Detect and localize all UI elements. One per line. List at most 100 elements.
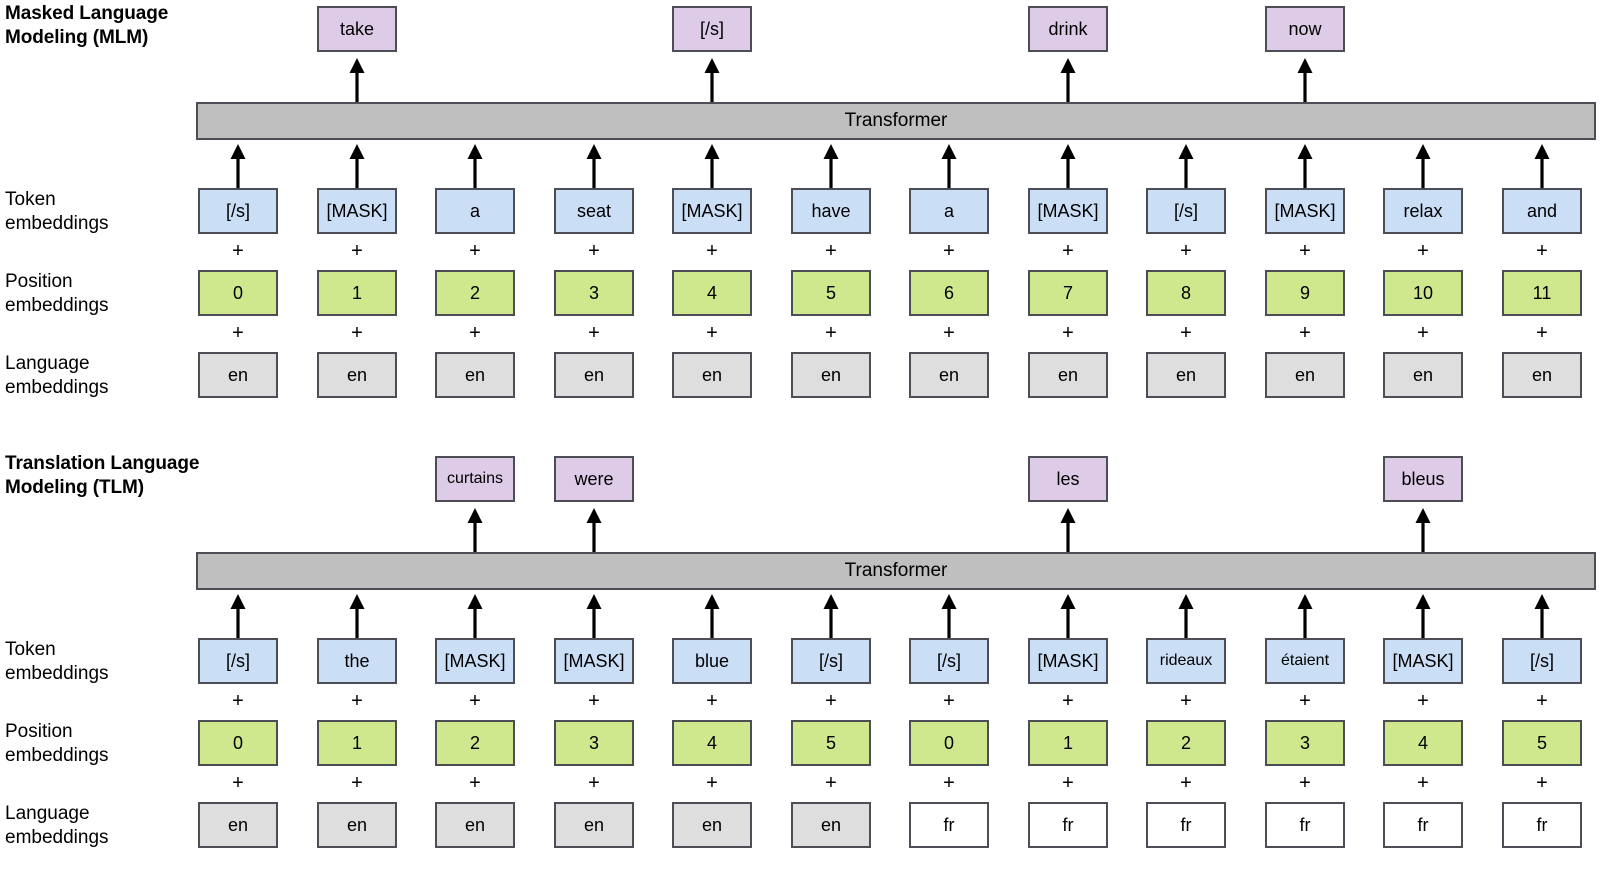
plus-icon: + xyxy=(825,690,837,712)
tlm-token-box: [/s] xyxy=(909,638,989,684)
plus-icon: + xyxy=(351,240,363,262)
arrow-up-icon xyxy=(791,144,871,188)
tlm-token-box: [MASK] xyxy=(554,638,634,684)
tlm-output-box: bleus xyxy=(1383,456,1463,502)
mlm-language-box: en xyxy=(909,352,989,398)
mlm-position-box: 5 xyxy=(791,270,871,316)
arrow-up-icon xyxy=(198,594,278,638)
plus-icon: + xyxy=(706,240,718,262)
mlm-language-box: en xyxy=(1028,352,1108,398)
arrow-up-icon xyxy=(435,144,515,188)
tlm-language-box: fr xyxy=(909,802,989,848)
mlm-language-box: en xyxy=(1265,352,1345,398)
tlm-position-embeddings-label: Position embeddings xyxy=(5,721,109,767)
tlm-position-box: 3 xyxy=(1265,720,1345,766)
tlm-output-box: were xyxy=(554,456,634,502)
tlm-output-box: les xyxy=(1028,456,1108,502)
arrow-up-icon xyxy=(1383,594,1463,638)
mlm-position-box: 0 xyxy=(198,270,278,316)
mlm-token-box: have xyxy=(791,188,871,234)
plus-icon: + xyxy=(1536,772,1548,794)
plus-icon: + xyxy=(1536,690,1548,712)
plus-icon: + xyxy=(351,322,363,344)
plus-icon: + xyxy=(706,772,718,794)
plus-icon: + xyxy=(469,322,481,344)
mlm-token-box: [MASK] xyxy=(672,188,752,234)
plus-icon: + xyxy=(706,322,718,344)
tlm-token-embeddings-label: Token embeddings xyxy=(5,639,109,685)
arrow-up-icon xyxy=(317,58,397,102)
arrow-up-icon xyxy=(435,594,515,638)
arrow-up-icon xyxy=(672,594,752,638)
plus-icon: + xyxy=(232,240,244,262)
arrow-up-icon xyxy=(435,508,515,552)
plus-icon: + xyxy=(1299,690,1311,712)
plus-icon: + xyxy=(1180,772,1192,794)
mlm-token-box: relax xyxy=(1383,188,1463,234)
plus-icon: + xyxy=(1180,690,1192,712)
arrow-up-icon xyxy=(672,144,752,188)
mlm-language-box: en xyxy=(1383,352,1463,398)
tlm-position-box: 4 xyxy=(1383,720,1463,766)
tlm-position-box: 1 xyxy=(1028,720,1108,766)
mlm-token-box: [MASK] xyxy=(1028,188,1108,234)
mlm-position-box: 4 xyxy=(672,270,752,316)
arrow-up-icon xyxy=(198,144,278,188)
plus-icon: + xyxy=(232,322,244,344)
plus-icon: + xyxy=(943,690,955,712)
plus-icon: + xyxy=(588,690,600,712)
mlm-output-box: drink xyxy=(1028,6,1108,52)
mlm-token-embeddings-label: Token embeddings xyxy=(5,189,109,235)
tlm-token-box: [/s] xyxy=(198,638,278,684)
mlm-position-box: 8 xyxy=(1146,270,1226,316)
arrow-up-icon xyxy=(1383,508,1463,552)
plus-icon: + xyxy=(232,772,244,794)
arrow-up-icon xyxy=(672,58,752,102)
mlm-token-box: [/s] xyxy=(1146,188,1226,234)
plus-icon: + xyxy=(943,772,955,794)
plus-icon: + xyxy=(1299,772,1311,794)
arrow-up-icon xyxy=(1265,144,1345,188)
plus-icon: + xyxy=(1062,240,1074,262)
plus-icon: + xyxy=(1062,772,1074,794)
plus-icon: + xyxy=(1180,322,1192,344)
mlm-position-box: 1 xyxy=(317,270,397,316)
tlm-position-box: 0 xyxy=(909,720,989,766)
tlm-language-box: en xyxy=(317,802,397,848)
mlm-position-box: 10 xyxy=(1383,270,1463,316)
plus-icon: + xyxy=(1062,690,1074,712)
tlm-language-box: fr xyxy=(1146,802,1226,848)
mlm-language-box: en xyxy=(672,352,752,398)
tlm-token-box: [/s] xyxy=(1502,638,1582,684)
tlm-language-box: fr xyxy=(1265,802,1345,848)
mlm-token-box: [/s] xyxy=(198,188,278,234)
tlm-transformer-label: Transformer xyxy=(844,560,948,581)
arrow-up-icon xyxy=(1383,144,1463,188)
arrow-up-icon xyxy=(1502,594,1582,638)
plus-icon: + xyxy=(943,240,955,262)
mlm-token-box: a xyxy=(435,188,515,234)
plus-icon: + xyxy=(588,322,600,344)
plus-icon: + xyxy=(232,690,244,712)
tlm-section-title: Translation Language Modeling (TLM) xyxy=(5,453,200,499)
tlm-position-box: 2 xyxy=(435,720,515,766)
tlm-language-box: fr xyxy=(1502,802,1582,848)
arrow-up-icon xyxy=(1028,144,1108,188)
arrow-up-icon xyxy=(554,144,634,188)
mlm-language-box: en xyxy=(317,352,397,398)
tlm-language-box: en xyxy=(554,802,634,848)
plus-icon: + xyxy=(588,772,600,794)
arrow-up-icon xyxy=(1146,594,1226,638)
arrow-up-icon xyxy=(1028,594,1108,638)
tlm-transformer-block: Transformer xyxy=(196,552,1596,590)
plus-icon: + xyxy=(825,240,837,262)
plus-icon: + xyxy=(1299,322,1311,344)
plus-icon: + xyxy=(1417,690,1429,712)
arrow-up-icon xyxy=(1146,144,1226,188)
plus-icon: + xyxy=(1417,240,1429,262)
plus-icon: + xyxy=(588,240,600,262)
arrow-up-icon xyxy=(1028,58,1108,102)
tlm-token-box: [/s] xyxy=(791,638,871,684)
mlm-token-box: a xyxy=(909,188,989,234)
tlm-token-box: [MASK] xyxy=(435,638,515,684)
